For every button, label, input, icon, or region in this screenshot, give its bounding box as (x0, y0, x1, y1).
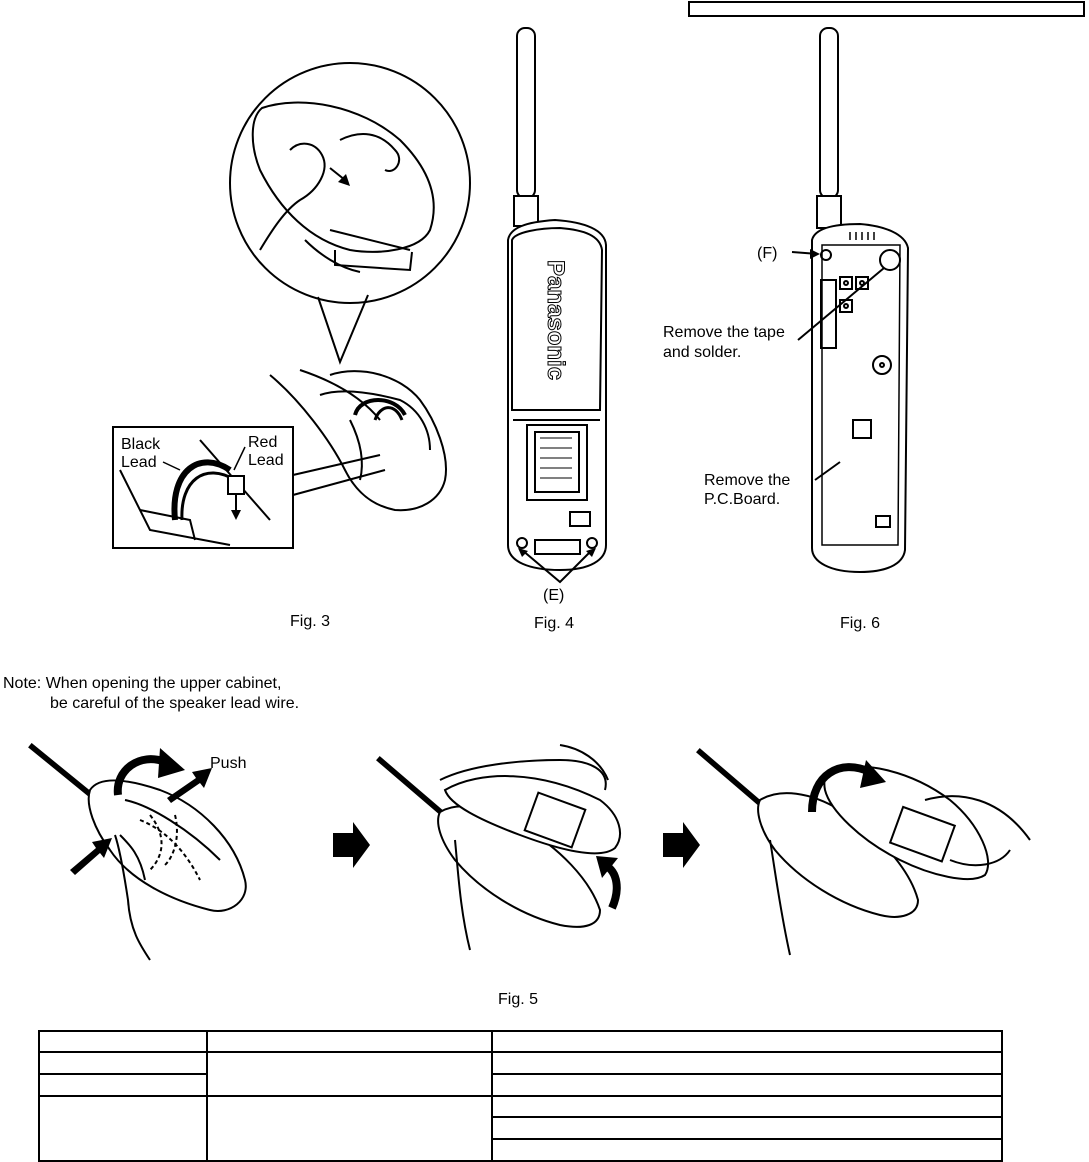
remove-tape-label-1: Remove the tape (663, 324, 785, 341)
fig3-drawing (112, 62, 471, 549)
step-arrow-2 (663, 822, 700, 868)
table-cell (38, 1030, 208, 1053)
step-arrow-1 (333, 822, 370, 868)
table-cell (38, 1095, 208, 1162)
fig6-caption: Fig. 6 (840, 615, 881, 632)
table-row (39, 1116, 1003, 1140)
fig5-step3-drawing (696, 746, 1031, 956)
table-row (38, 1030, 1003, 1053)
table-cell (206, 1051, 493, 1097)
remove-board-label-1: Remove the (704, 472, 791, 489)
table-cell (38, 1073, 208, 1097)
table-cell (206, 1095, 493, 1162)
table-cell (491, 1073, 1003, 1097)
bottom-table (38, 1030, 1003, 1162)
table-cell (206, 1030, 493, 1053)
note-line-1: Note: When opening the upper cabinet, (3, 675, 282, 692)
header-box (688, 1, 1085, 17)
table-row (39, 1138, 1003, 1162)
table-row (38, 1051, 1003, 1097)
screw-e-label: (E) (543, 587, 565, 604)
table-cell (491, 1116, 1003, 1140)
table-cell (38, 1051, 208, 1075)
black-lead-label-1: Black (121, 436, 161, 453)
table-row (38, 1095, 1003, 1162)
table-cell (491, 1030, 1003, 1053)
fig4-caption: Fig. 4 (534, 615, 575, 632)
table-cell (491, 1051, 1003, 1075)
red-lead-label-1: Red (248, 434, 278, 451)
fig5-caption: Fig. 5 (498, 991, 539, 1008)
fig5-step2-drawing (376, 744, 621, 951)
note-line-2: be careful of the speaker lead wire. (50, 695, 300, 712)
screw-f-label: (F) (757, 245, 778, 262)
remove-board-label-2: P.C.Board. (704, 491, 781, 508)
red-lead-label-2: Lead (248, 452, 284, 469)
brand-text: Panasonic (542, 260, 569, 380)
remove-tape-label-2: and solder. (663, 344, 742, 361)
fig3-caption: Fig. 3 (290, 613, 331, 630)
fig5-step1-drawing (28, 741, 247, 961)
fig6-drawing (791, 27, 910, 574)
black-lead-label-2: Lead (121, 454, 157, 471)
fig4-drawing: Panasonic (507, 27, 607, 584)
push-label: Push (210, 755, 247, 772)
table-row (38, 1073, 1003, 1097)
magnify-circle (229, 62, 471, 304)
table-cell (491, 1138, 1003, 1162)
table-cell (491, 1095, 1003, 1118)
